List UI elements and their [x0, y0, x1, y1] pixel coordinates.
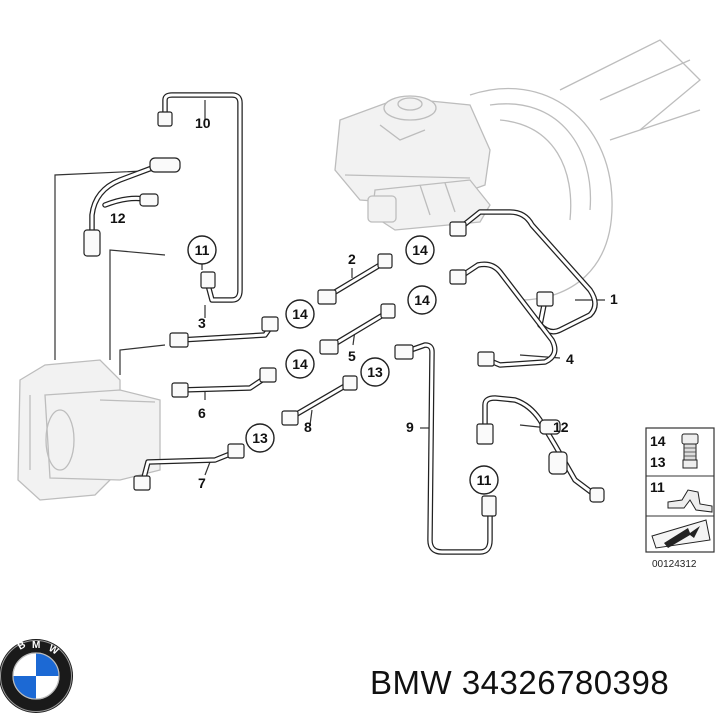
brake-pipe-3: [169, 316, 279, 348]
brake-pipe-6: [171, 367, 277, 398]
pipe-clip-icon: [667, 489, 713, 513]
callout-9: 9: [406, 419, 414, 435]
arrow-plate-icon: [651, 519, 711, 549]
brake-hose-12-left: [83, 157, 181, 257]
circle-14-lower: 14: [285, 349, 315, 379]
brake-pipe-1: [449, 209, 598, 335]
callout-10: 10: [195, 115, 211, 131]
brake-booster-drawing: [469, 39, 701, 301]
part-callouts: 10 12 2 3 5 6 7 8 1 4 9 12: [110, 115, 618, 491]
svg-text:14: 14: [292, 356, 308, 372]
callout-12-left: 12: [110, 210, 126, 226]
svg-text:11: 11: [477, 472, 492, 488]
legend-label-13: 13: [650, 454, 666, 470]
svg-text:14: 14: [412, 242, 428, 258]
svg-text:11: 11: [195, 242, 210, 258]
svg-text:13: 13: [252, 430, 268, 446]
svg-text:14: 14: [292, 306, 308, 322]
brake-pipe-2: [317, 253, 393, 305]
callout-2: 2: [348, 251, 356, 267]
circle-13-right: 13: [360, 357, 390, 387]
part-number-caption: BMW 34326780398: [370, 664, 670, 701]
brake-pipe-4: [449, 261, 558, 368]
abs-unit-drawing: [17, 359, 161, 501]
callout-5: 5: [348, 348, 356, 364]
brake-pipe-10: [157, 92, 243, 303]
parts-legend: 14 13 11: [645, 427, 715, 553]
circle-11-left: 11: [187, 235, 217, 265]
circle-11-right: 11: [469, 465, 499, 495]
callout-12-right: 12: [553, 419, 569, 435]
brake-pipe-8: [281, 375, 358, 426]
brake-pipe-5: [319, 303, 396, 355]
bmw-logo: B M W: [0, 639, 73, 713]
master-cylinder-drawing: [367, 179, 491, 231]
callout-3: 3: [198, 315, 206, 331]
diagram-code: 00124312: [652, 559, 697, 570]
circle-14-top: 14: [405, 235, 435, 265]
svg-text:M: M: [32, 640, 40, 651]
callout-4: 4: [566, 351, 574, 367]
threaded-fitting-icon: [681, 433, 699, 469]
circle-14-mid-right: 14: [407, 285, 437, 315]
svg-text:B: B: [16, 639, 28, 652]
callout-8: 8: [304, 419, 312, 435]
legend-label-11: 11: [650, 479, 665, 495]
legend-label-14: 14: [650, 433, 666, 449]
brake-pipe-9: [394, 342, 497, 555]
circle-14-mid-left: 14: [285, 299, 315, 329]
svg-text:14: 14: [414, 292, 430, 308]
brake-fluid-reservoir-drawing: [334, 95, 491, 206]
brake-pipe-7: [133, 443, 245, 491]
circled-callouts: 11 14 14 14 14 13 13 11: [187, 235, 499, 495]
callout-1: 1: [610, 291, 618, 307]
brake-hose-12-right: [476, 395, 605, 503]
callout-6: 6: [198, 405, 206, 421]
svg-text:13: 13: [367, 364, 383, 380]
circle-13-bottom: 13: [245, 423, 275, 453]
callout-7: 7: [198, 475, 206, 491]
